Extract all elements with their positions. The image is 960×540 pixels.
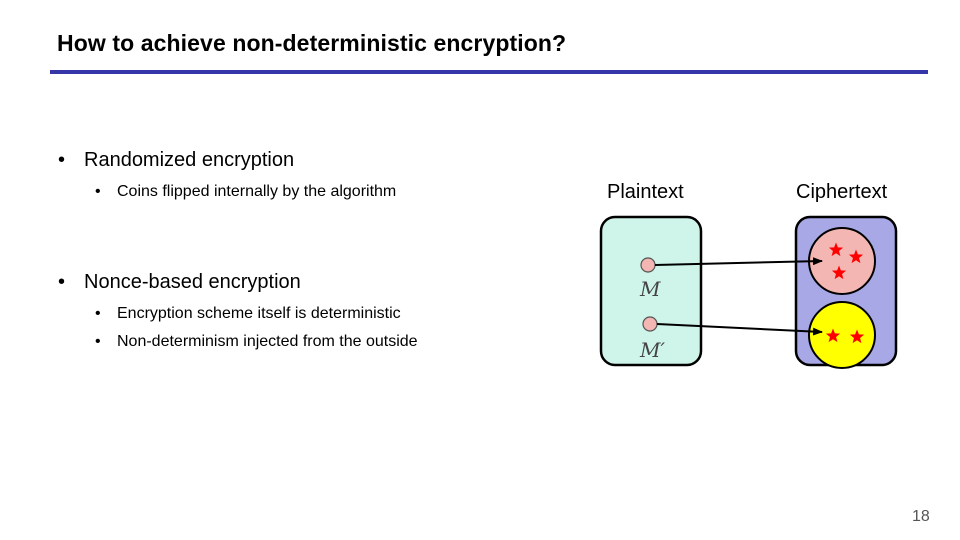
bullet-dot: • [58,149,66,171]
star-icon [849,329,865,344]
message-label-m: M [639,277,661,301]
star-icon [825,328,841,343]
sub-bullet-injected: • Non-determinism injected from the outs… [95,333,418,351]
bullet-randomized-encryption: • Randomized encryption [58,149,295,172]
title-underline [50,70,928,74]
bullet-text: Randomized encryption [84,149,295,171]
bullet-text: Nonce-based encryption [84,271,301,293]
bullet-dot: • [58,271,66,293]
sub-bullet-coins: • Coins flipped internally by the algori… [95,183,397,201]
sub-bullet-deterministic: • Encryption scheme itself is determinis… [95,305,401,323]
slide-title: How to achieve non-deterministic encrypt… [57,30,567,56]
message-label-m-prime: M′ [639,338,665,362]
bullet-text: Encryption scheme itself is deterministi… [117,305,401,322]
message-point-m-prime [642,316,658,332]
star-icon [828,242,844,257]
message-point-m [640,257,656,273]
plaintext-space-box [599,215,703,367]
plaintext-label: Plaintext [607,181,684,203]
encryption-arrow-m [654,257,823,266]
ciphertext-set-m-prime [808,301,876,369]
star-icon [848,249,864,264]
bullet-dot: • [95,183,101,200]
bullet-dot: • [95,333,101,350]
bullet-dot: • [95,305,101,322]
ciphertext-label: Ciphertext [796,181,888,203]
page-number: 18 [912,508,930,525]
encryption-arrow-m-prime [656,323,823,336]
bullet-text: Non-determinism injected from the outsid… [117,333,418,350]
bullet-nonce-based-encryption: • Nonce-based encryption [58,271,301,294]
bullet-text: Coins flipped internally by the algorith… [117,183,397,200]
star-icon [831,265,847,280]
